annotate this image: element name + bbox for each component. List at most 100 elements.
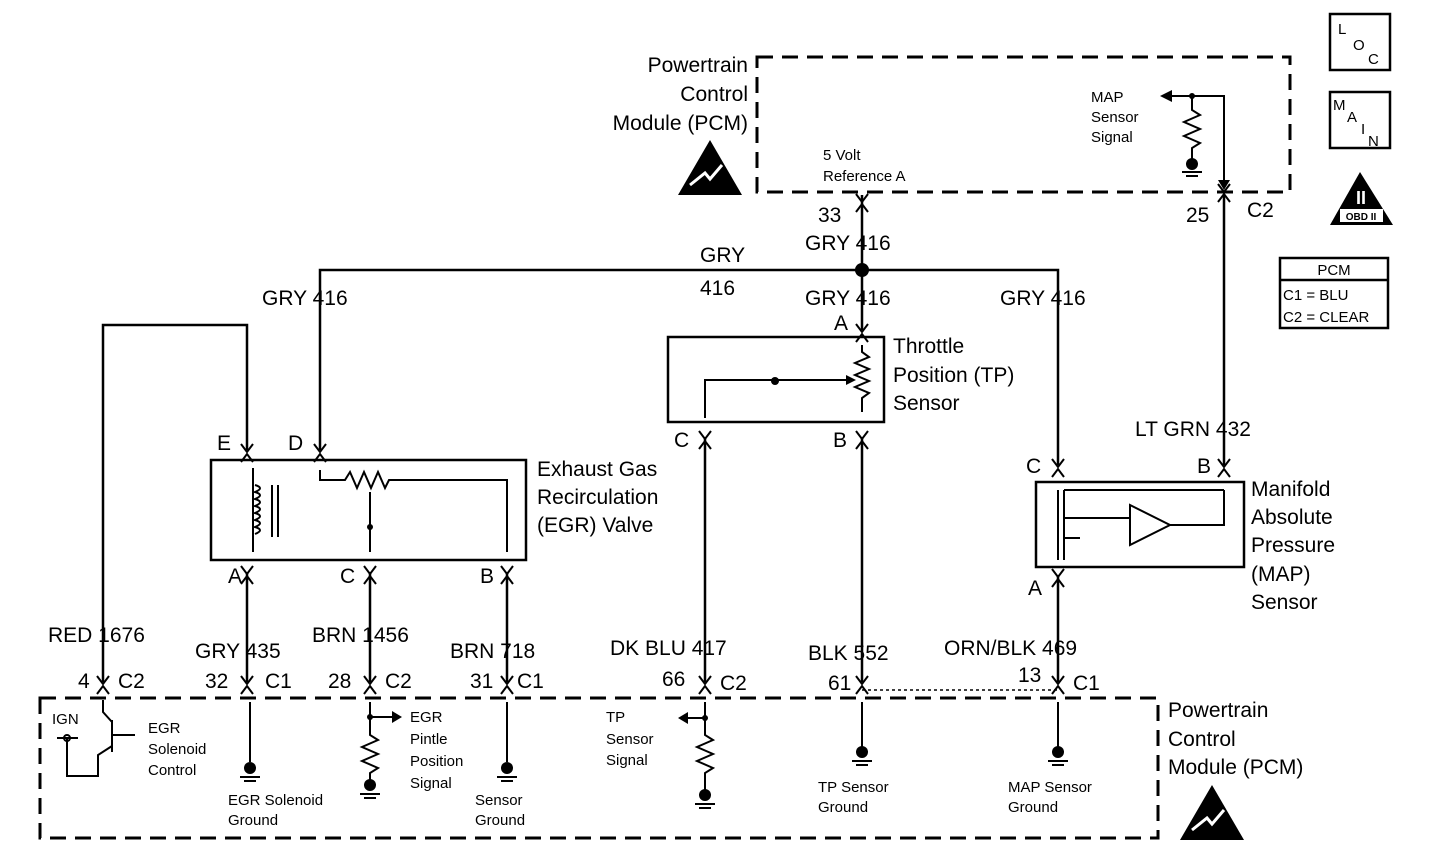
pin-label: B (833, 429, 847, 452)
wire-label: ORN/BLK 469 (944, 637, 1077, 660)
connector-terminal (500, 574, 514, 585)
map-signal-label: Signal (1091, 129, 1133, 146)
svg-text:M: M (1333, 97, 1346, 114)
pin-label: 31 (470, 670, 493, 693)
svg-text:O: O (1353, 37, 1365, 54)
connector-terminal (240, 675, 254, 686)
egr-sol-ctrl-label: Control (148, 762, 196, 779)
svg-text:I: I (1361, 121, 1365, 138)
pintle-label: EGR (410, 709, 443, 726)
bottom-pcm-boundary (38, 696, 1160, 840)
pin-label: A (1028, 577, 1042, 600)
obd-ii-icon: II OBD II (1330, 172, 1393, 225)
map-signal-label: Sensor (1091, 109, 1139, 126)
connector-terminal (1051, 675, 1065, 686)
egr-label: (EGR) Valve (537, 514, 653, 537)
pcm-internal-circuits (240, 702, 1068, 809)
pin-label: 13 (1018, 664, 1041, 687)
map-label: Sensor (1251, 591, 1318, 614)
ground-icon (1048, 746, 1068, 766)
svg-text:A: A (1347, 109, 1357, 126)
connector-label: C2 (385, 670, 412, 693)
map-internal (1057, 489, 1225, 560)
connector-terminal (855, 323, 869, 334)
svg-text:N: N (1368, 133, 1379, 150)
pin-label: C (340, 565, 355, 588)
map-label: (MAP) (1251, 563, 1311, 586)
ground-icon (852, 746, 872, 766)
ground-icon (360, 779, 380, 799)
connector-terminal (96, 675, 110, 686)
connector-terminal (363, 565, 377, 576)
wire-label: GRY (700, 244, 745, 267)
top-pcm-label: Powertrain (648, 54, 748, 77)
connector-terminal (698, 430, 712, 441)
connectors (96, 183, 1231, 695)
pin-label: 4 (78, 670, 90, 693)
tp-sensor (666, 335, 886, 424)
connector-terminal (698, 439, 712, 450)
connector-terminal (1217, 458, 1231, 469)
map-signal-label: MAP (1091, 89, 1124, 106)
map-gnd-label: MAP Sensor (1008, 779, 1092, 796)
bottom-pcm-label: Powertrain (1168, 699, 1268, 722)
wire-label: GRY 416 (1000, 287, 1086, 310)
tp-sensor-label: Sensor (893, 392, 960, 415)
connector-terminal (855, 675, 869, 686)
top-pcm-label: Module (PCM) (613, 112, 748, 135)
connector-label: C1 (1073, 672, 1100, 695)
sensor-gnd-label: Ground (475, 812, 525, 829)
tp-gnd-label: TP Sensor (818, 779, 889, 796)
connector-terminal (363, 675, 377, 686)
connector-label: C2 (1247, 199, 1274, 222)
ground-icon (240, 762, 260, 782)
connector-terminal (363, 574, 377, 585)
connector-terminal (855, 202, 869, 213)
esd-warning-icon (678, 140, 742, 195)
connector-terminal (240, 443, 254, 454)
tp-sensor-label: Position (TP) (893, 364, 1014, 387)
connector-terminal (1217, 183, 1231, 194)
tp-internal (704, 345, 872, 418)
svg-text:C: C (1368, 51, 1379, 68)
connector-label: C1 (517, 670, 544, 693)
pin-label: C (674, 429, 689, 452)
wire-label: DK BLU 417 (610, 637, 727, 660)
connector-label: C2 (720, 672, 747, 695)
egr-sol-gnd-label: EGR Solenoid (228, 792, 323, 809)
tp-signal-label: Signal (606, 752, 648, 769)
connector-terminal (698, 675, 712, 686)
connector-terminal (240, 574, 254, 585)
connector-label: C1 (265, 670, 292, 693)
connector-terminal (363, 684, 377, 695)
pintle-label: Position (410, 753, 463, 770)
map-signal-circuit (1160, 90, 1230, 190)
connector-terminal (855, 439, 869, 450)
map-label: Pressure (1251, 534, 1335, 557)
top-pcm-boundary (755, 55, 1292, 194)
pin-label: 25 (1186, 204, 1209, 227)
map-gnd-label: Ground (1008, 799, 1058, 816)
pintle-label: Pintle (410, 731, 448, 748)
map-label: Absolute (1251, 506, 1333, 529)
ground-icon (497, 762, 517, 782)
svg-text:PCM: PCM (1317, 262, 1350, 279)
connector-terminal (313, 443, 327, 454)
wire-label: RED 1676 (48, 624, 145, 647)
map-sensor (1034, 480, 1246, 569)
location-icon: LOC (1328, 12, 1392, 72)
connector-terminal (500, 684, 514, 695)
wire-label: BRN 718 (450, 640, 535, 663)
connector-terminal (500, 565, 514, 576)
connector-terminal (855, 193, 869, 204)
svg-text:OBD II: OBD II (1346, 212, 1377, 223)
esd-warning-icon (1180, 785, 1244, 840)
ign-label: IGN (52, 711, 79, 728)
egr-label: Exhaust Gas (537, 458, 657, 481)
connector-terminal (1051, 458, 1065, 469)
wires (101, 195, 1226, 691)
egr-label: Recirculation (537, 486, 658, 509)
pin-label: B (480, 565, 494, 588)
